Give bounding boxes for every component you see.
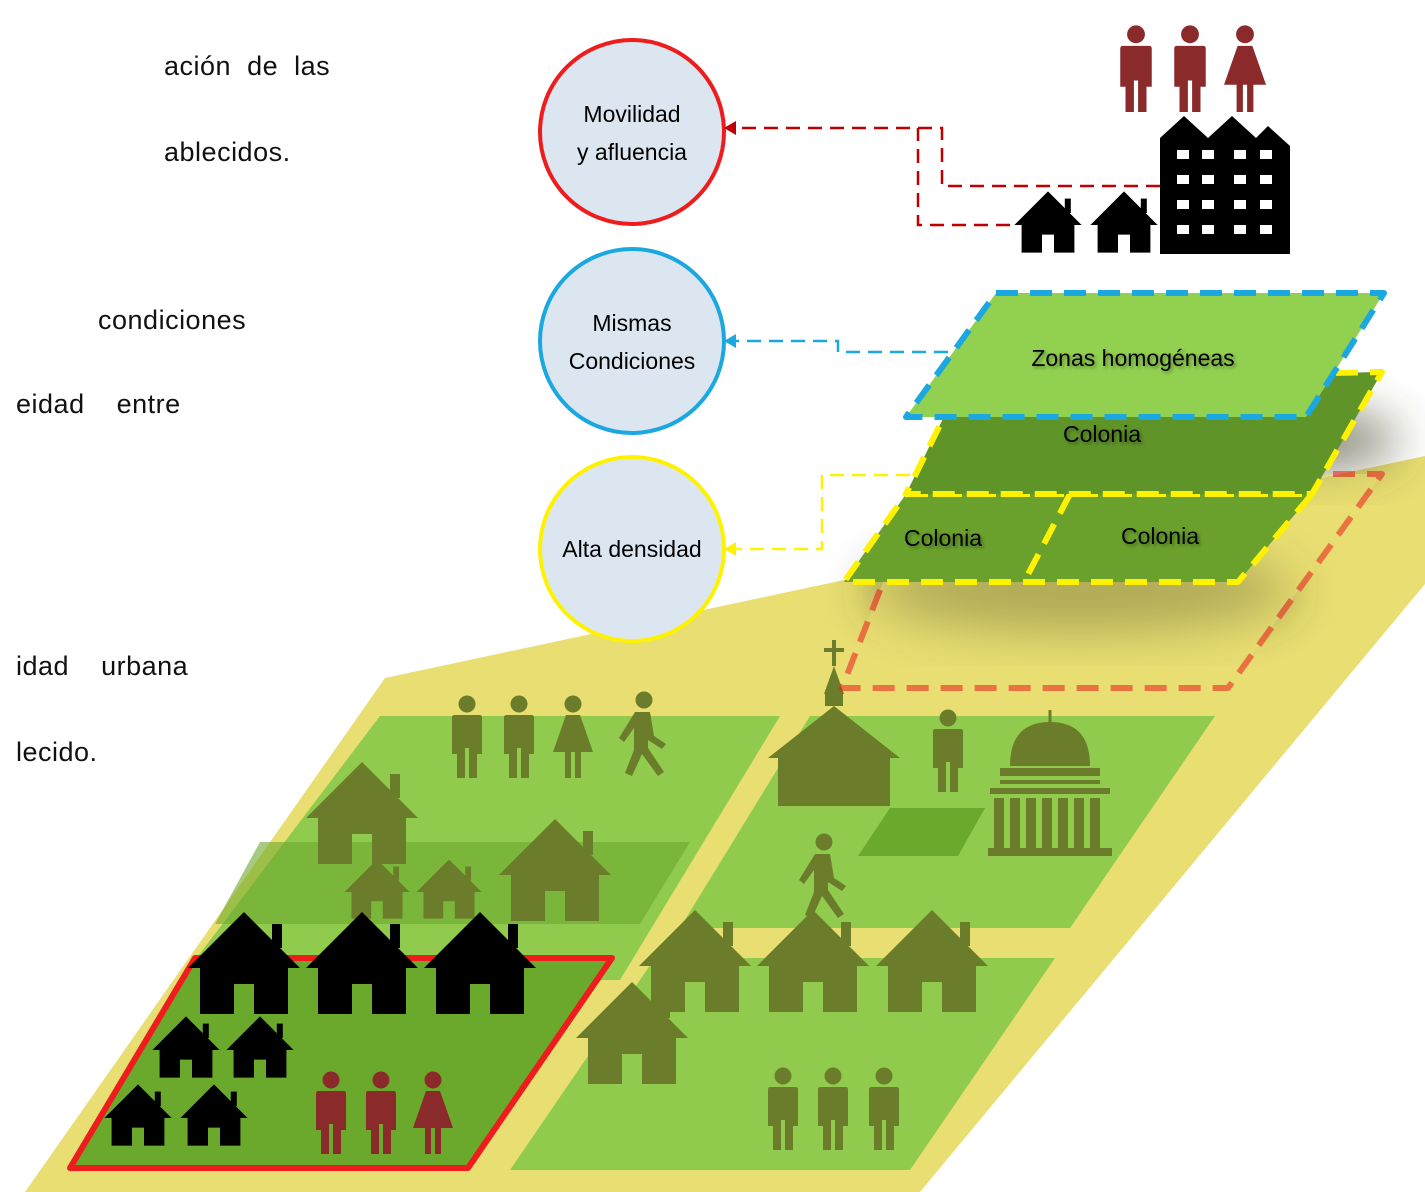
text-fragment: idad urbana (16, 651, 189, 681)
colonia-divider (1021, 492, 1073, 584)
woman-icon (1224, 25, 1266, 113)
connector-movilidad (730, 126, 1160, 188)
svg-text:y afluencia: y afluencia (577, 139, 687, 165)
text-fragment: ablecidos. (164, 137, 291, 167)
svg-text:Condiciones: Condiciones (569, 348, 696, 374)
svg-text:Mismas: Mismas (592, 310, 671, 336)
text-fragment: lecido. (16, 737, 98, 767)
colonia-label-middle: Colonia (1063, 421, 1141, 447)
circle-mismas-condiciones: Mismas Condiciones (538, 247, 726, 435)
circle-movilidad: Movilidad y afluencia (538, 38, 726, 226)
colonia-label-left: Colonia (904, 525, 982, 551)
svg-text:Alta densidad: Alta densidad (562, 536, 701, 562)
arrowhead (724, 542, 736, 556)
plaza (858, 808, 985, 856)
text-fragment: condiciones (98, 305, 247, 335)
svg-text:Movilidad: Movilidad (583, 101, 680, 127)
person-icon (1120, 25, 1152, 113)
connector-mismas (730, 339, 948, 354)
apartment-building-icon (1160, 116, 1290, 254)
house-icon (1014, 191, 1082, 253)
circle-alta-densidad: Alta densidad (538, 455, 726, 643)
colonia-layer-bottom (841, 491, 1315, 585)
colonia-label-right: Colonia (1121, 523, 1199, 549)
connector-alta (730, 473, 910, 551)
connector-movilidad (916, 128, 1010, 227)
arrowhead (724, 334, 736, 348)
text-fragment: eidad entre (16, 389, 181, 419)
house-icon (1090, 191, 1158, 253)
person-icon (1174, 25, 1206, 113)
text-fragment: ación de las (164, 51, 331, 81)
zonas-homogeneas-label: Zonas homogéneas (1031, 345, 1234, 371)
arrowhead (724, 121, 736, 135)
zonas-homogeneas-layer (903, 290, 1387, 420)
